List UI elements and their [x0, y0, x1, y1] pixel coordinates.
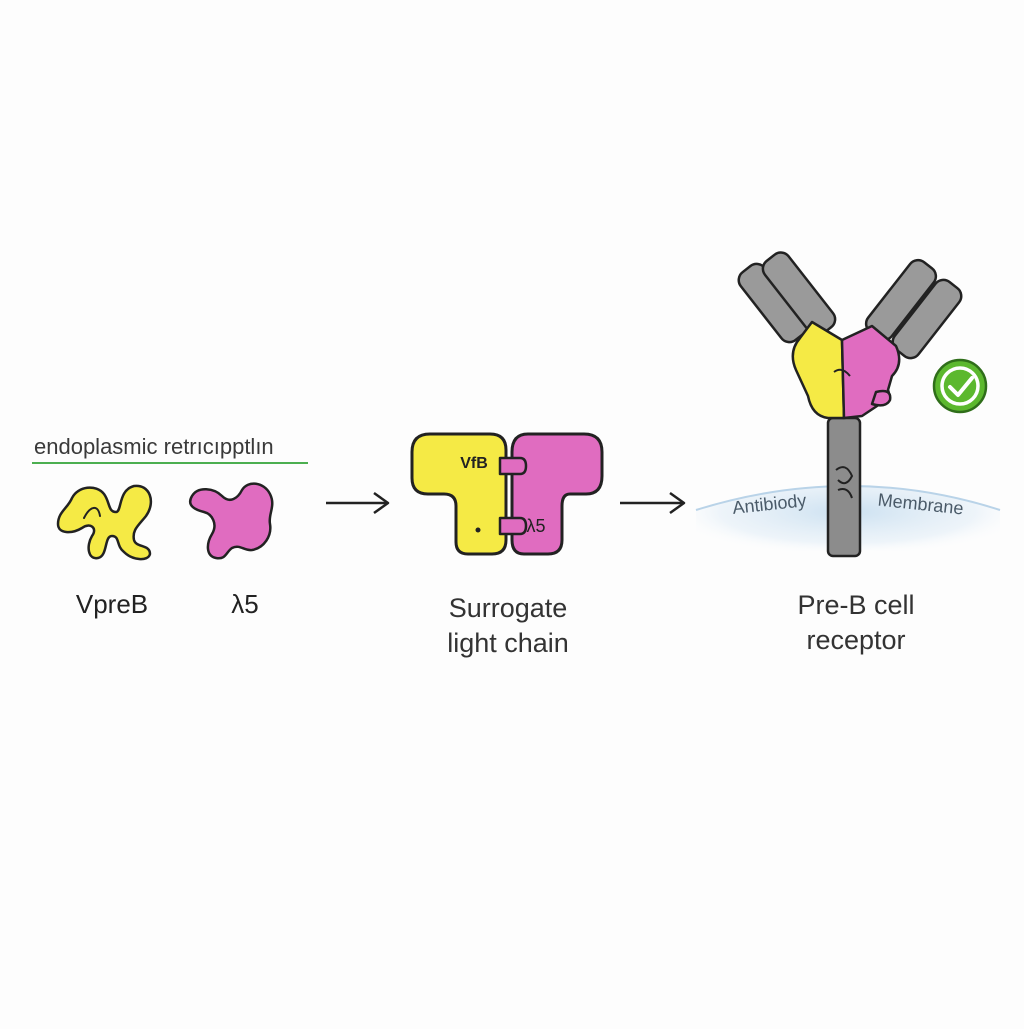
header-label-group: endoplasmic retrıcıpptlın: [32, 434, 308, 464]
surrogate-lambda5-tag: λ5: [526, 516, 545, 536]
arrow-right-icon: [620, 491, 686, 515]
heavy-chain-stem: [826, 416, 862, 558]
lambda5-label: λ5: [231, 589, 258, 619]
vpreb-protein: [56, 484, 153, 561]
receptor-label-line1: Pre-B cell: [797, 590, 914, 620]
arrow-right-icon: [326, 491, 390, 515]
receptor-label-line2: receptor: [806, 625, 905, 655]
surrogate-label-line2: light chain: [447, 628, 569, 658]
header-label: endoplasmic retrıcıpptlın: [34, 434, 274, 459]
surrogate-light-chain: VfB λ5: [410, 432, 604, 556]
surrogate-lambda5-block: [510, 432, 604, 556]
surrogate-vpreb-block: [410, 432, 508, 556]
surrogate-vpreb-tag: VfB: [460, 455, 488, 472]
surrogate-label-line1: Surrogate: [449, 593, 568, 623]
lambda5-protein: [188, 482, 274, 560]
check-circle-icon: [932, 358, 988, 414]
pre-b-cell-receptor: [737, 251, 963, 558]
vpreb-label: VpreB: [76, 589, 148, 619]
